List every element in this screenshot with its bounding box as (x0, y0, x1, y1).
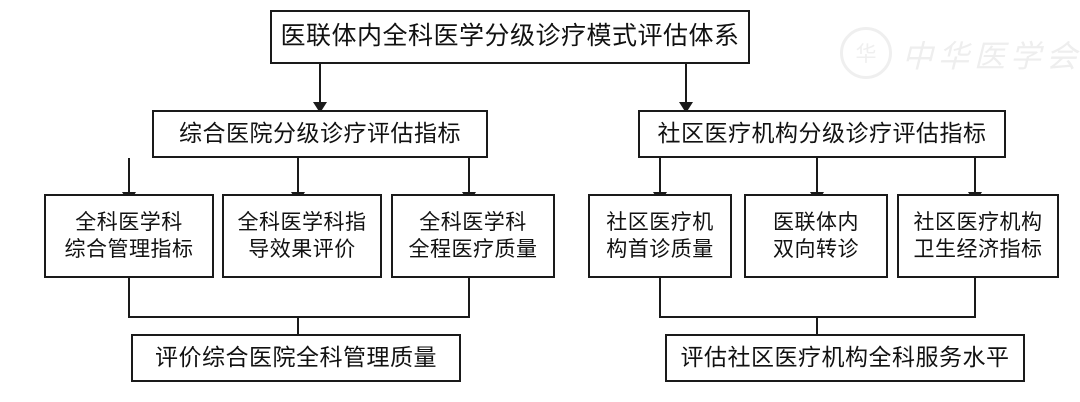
node-level2-general-hospital-label: 综合医院分级诊疗评估指标 (179, 121, 461, 147)
node-outcome-general-hospital-label: 评价综合医院全科管理质量 (155, 345, 437, 371)
node-l3-two-way-referral[interactable]: 医联体内 双向转诊 (744, 194, 888, 278)
merge-right-drop (816, 316, 818, 338)
connector-title-to-left (319, 64, 321, 104)
merge-left-stem-1 (128, 278, 130, 318)
connector-l2right-to-c2 (816, 158, 818, 194)
node-title[interactable]: 医联体内全科医学分级诊疗模式评估体系 (270, 10, 750, 64)
node-outcome-community-clinic[interactable]: 评估社区医疗机构全科服务水平 (665, 334, 1025, 382)
arrow-title-to-left (313, 102, 327, 113)
connector-l2right-to-c1 (659, 158, 661, 194)
connector-l2left-to-c3 (468, 158, 470, 194)
arrow-title-to-right (679, 102, 693, 113)
merge-right-stem-3 (974, 278, 976, 318)
node-level2-community-clinic[interactable]: 社区医疗机构分级诊疗评估指标 (638, 110, 1006, 158)
node-l3-two-way-referral-label: 医联体内 双向转诊 (773, 210, 859, 261)
node-l3-guidance-effect-label: 全科医学科指 导效果评价 (237, 210, 367, 261)
node-l3-first-visit-quality-label: 社区医疗机 构首诊质量 (606, 210, 714, 261)
connector-l2left-to-c2 (297, 158, 299, 194)
connector-title-to-right (685, 64, 687, 104)
connector-l2right-to-c3 (974, 158, 976, 194)
watermark: 华 中华医学会 (840, 22, 1077, 84)
node-l3-first-visit-quality[interactable]: 社区医疗机 构首诊质量 (588, 194, 732, 278)
node-l3-whole-course-quality[interactable]: 全科医学科 全程医疗质量 (391, 194, 555, 278)
node-level2-community-clinic-label: 社区医疗机构分级诊疗评估指标 (657, 121, 987, 147)
node-l3-general-mgmt-index-label: 全科医学科 综合管理指标 (64, 210, 194, 261)
node-l3-health-economics-label: 社区医疗机构 卫生经济指标 (913, 210, 1043, 261)
node-outcome-general-hospital[interactable]: 评价综合医院全科管理质量 (131, 334, 461, 382)
merge-left-bus (128, 316, 470, 318)
watermark-text: 中华医学会 (902, 38, 1080, 74)
node-l3-health-economics[interactable]: 社区医疗机构 卫生经济指标 (897, 194, 1059, 278)
node-outcome-community-clinic-label: 评估社区医疗机构全科服务水平 (680, 345, 1010, 371)
merge-right-stem-1 (659, 278, 661, 318)
node-title-label: 医联体内全科医学分级诊疗模式评估体系 (280, 23, 740, 50)
connector-l2left-to-c1 (128, 158, 130, 194)
merge-left-drop (297, 316, 299, 338)
node-l3-general-mgmt-index[interactable]: 全科医学科 综合管理指标 (44, 194, 214, 278)
merge-left-stem-3 (468, 278, 470, 318)
watermark-seal-icon: 华 (840, 27, 892, 79)
node-l3-guidance-effect[interactable]: 全科医学科指 导效果评价 (222, 194, 382, 278)
node-l3-whole-course-quality-label: 全科医学科 全程医疗质量 (408, 210, 538, 261)
node-level2-general-hospital[interactable]: 综合医院分级诊疗评估指标 (152, 110, 488, 158)
